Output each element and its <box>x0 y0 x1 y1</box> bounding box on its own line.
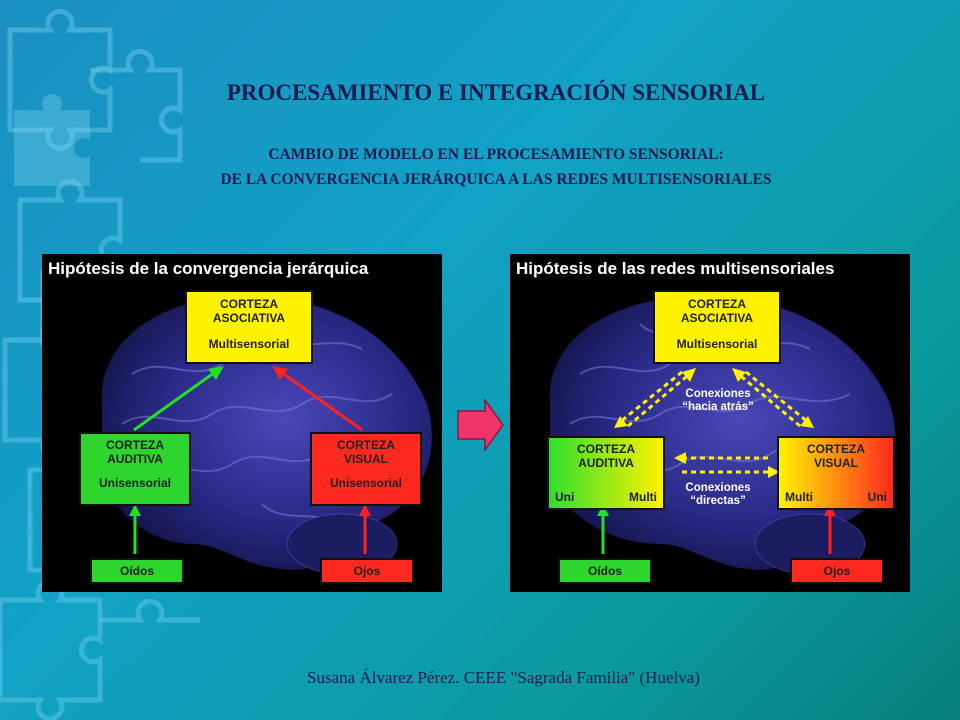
box-sublabel: Multisensorial <box>208 337 290 351</box>
panel-title: Hipótesis de las redes multisensoriales <box>516 259 835 278</box>
eyes-label: Ojos <box>353 564 381 578</box>
box-gradient-labels: Uni Multi <box>549 490 663 504</box>
box-sublabel: Multisensorial <box>676 337 758 351</box>
slide-subtitle-line-1: CAMBIO DE MODELO EN EL PROCESAMIENTO SEN… <box>268 146 724 163</box>
ears-box: Oídos <box>90 558 184 584</box>
ears-label: Oídos <box>119 564 154 578</box>
note-line: “hacia atrás” <box>682 401 754 413</box>
box-label: CORTEZA <box>220 297 278 311</box>
auditory-cortex-box: CORTEZA AUDITIVA Unisensorial <box>79 432 191 506</box>
box-sublabel-left: Uni <box>555 490 575 504</box>
ears-label: Oídos <box>587 564 622 578</box>
note-line: Conexiones <box>685 482 751 494</box>
slide-subtitle-line-2: DE LA CONVERGENCIA JERÁRQUICA A LAS REDE… <box>220 171 772 188</box>
box-sublabel-right: Uni <box>867 490 887 504</box>
associative-cortex-box: CORTEZA ASOCIATIVA Multisensorial <box>185 290 313 364</box>
box-label: CORTEZA <box>807 442 865 456</box>
box-label: VISUAL <box>343 452 388 466</box>
box-label: CORTEZA <box>577 442 635 456</box>
box-label: ASOCIATIVA <box>680 311 754 325</box>
slide-footer: Susana Álvarez Pérez. CEEE "Sagrada Fami… <box>307 668 700 687</box>
ears-box: Oídos <box>558 558 652 584</box>
box-sublabel-right: Multi <box>629 490 657 504</box>
back-connections-note: Conexiones “hacia atrás” <box>678 388 758 414</box>
note-line: Conexiones <box>685 388 751 400</box>
box-label: AUDITIVA <box>578 456 634 470</box>
direct-connections-note: Conexiones “directas” <box>678 482 758 508</box>
hierarchical-convergence-panel: Hipótesis de la convergencia jerárquica … <box>42 254 442 592</box>
box-label: CORTEZA <box>106 438 164 452</box>
eyes-box: Ojos <box>790 558 884 584</box>
right-arrow-icon <box>457 399 504 451</box>
box-label: AUDITIVA <box>107 452 163 466</box>
multisensory-networks-panel: Hipótesis de las redes multisensoriales … <box>510 254 910 592</box>
box-gradient-labels: Multi Uni <box>779 490 893 504</box>
visual-cortex-box: CORTEZA VISUAL Multi Uni <box>777 436 895 510</box>
slide-title: PROCESAMIENTO E INTEGRACIÓN SENSORIAL <box>226 80 766 105</box>
auditory-cortex-box: CORTEZA AUDITIVA Uni Multi <box>547 436 665 510</box>
associative-cortex-box: CORTEZA ASOCIATIVA Multisensorial <box>653 290 781 364</box>
note-line: “directas” <box>690 495 746 507</box>
panel-title: Hipótesis de la convergencia jerárquica <box>48 259 369 278</box>
box-label: CORTEZA <box>688 297 746 311</box>
visual-cortex-box: CORTEZA VISUAL Unisensorial <box>310 432 422 506</box>
box-label: CORTEZA <box>337 438 395 452</box>
box-sublabel-left: Multi <box>785 490 813 504</box>
box-label: ASOCIATIVA <box>212 311 286 325</box>
eyes-box: Ojos <box>320 558 414 584</box>
eyes-label: Ojos <box>823 564 851 578</box>
box-sublabel: Unisensorial <box>98 476 172 490</box>
box-label: VISUAL <box>813 456 858 470</box>
box-sublabel: Unisensorial <box>329 476 403 490</box>
